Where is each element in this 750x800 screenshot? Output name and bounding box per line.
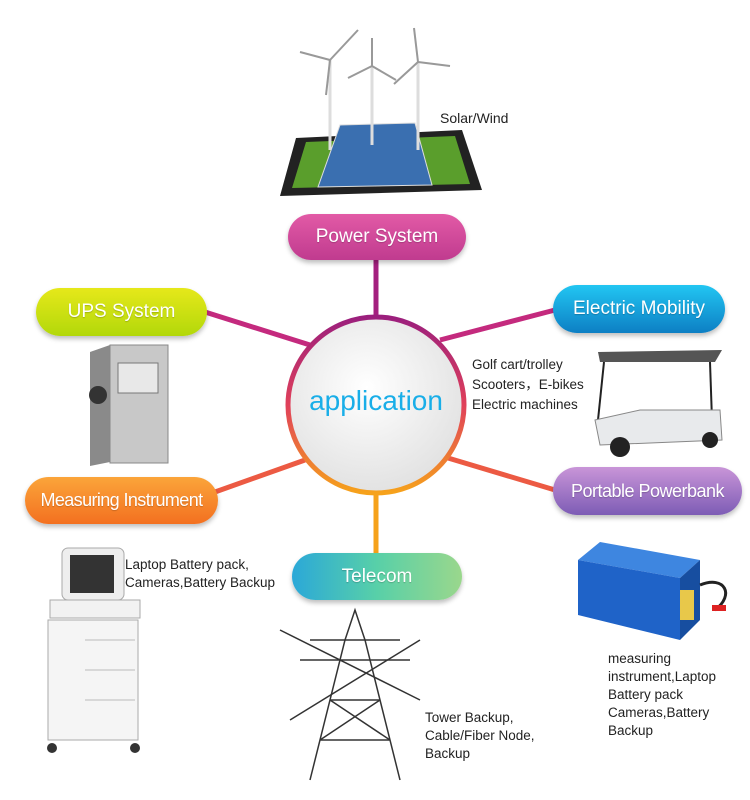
- caption-solar-wind: Solar/Wind: [440, 110, 509, 126]
- caption-laptop: Laptop Battery pack, Cameras,Battery Bac…: [125, 557, 276, 590]
- caption-mobility: Golf cart/trolley Scooters，E-bikes Elect…: [472, 357, 584, 412]
- medical-device-image: [47, 547, 141, 753]
- node-ups-system[interactable]: UPS System: [36, 288, 207, 336]
- node-portable-powerbank[interactable]: Portable Powerbank: [553, 467, 742, 515]
- center-circle: [285, 314, 467, 496]
- line-ups: [204, 309, 311, 348]
- line-mobility: [439, 307, 556, 343]
- line-measuring: [214, 457, 306, 495]
- ups-cabinet-image: [89, 344, 169, 466]
- node-power-system[interactable]: Power System: [288, 214, 466, 260]
- battery-pack-image: [578, 542, 728, 640]
- caption-powerbank: measuring instrument,Laptop Battery pack…: [608, 651, 717, 738]
- node-telecom[interactable]: Telecom: [292, 553, 462, 600]
- node-measuring-instrument[interactable]: Measuring Instrument: [25, 477, 218, 524]
- power-tower-image: [279, 607, 421, 781]
- center-label: application: [309, 385, 443, 416]
- line-powerbank: [447, 455, 556, 493]
- solar-wind-image: [280, 27, 482, 196]
- node-electric-mobility[interactable]: Electric Mobility: [553, 285, 725, 333]
- golf-cart-image: [594, 350, 723, 457]
- caption-tower: Tower Backup, Cable/Fiber Node, Backup: [425, 710, 535, 761]
